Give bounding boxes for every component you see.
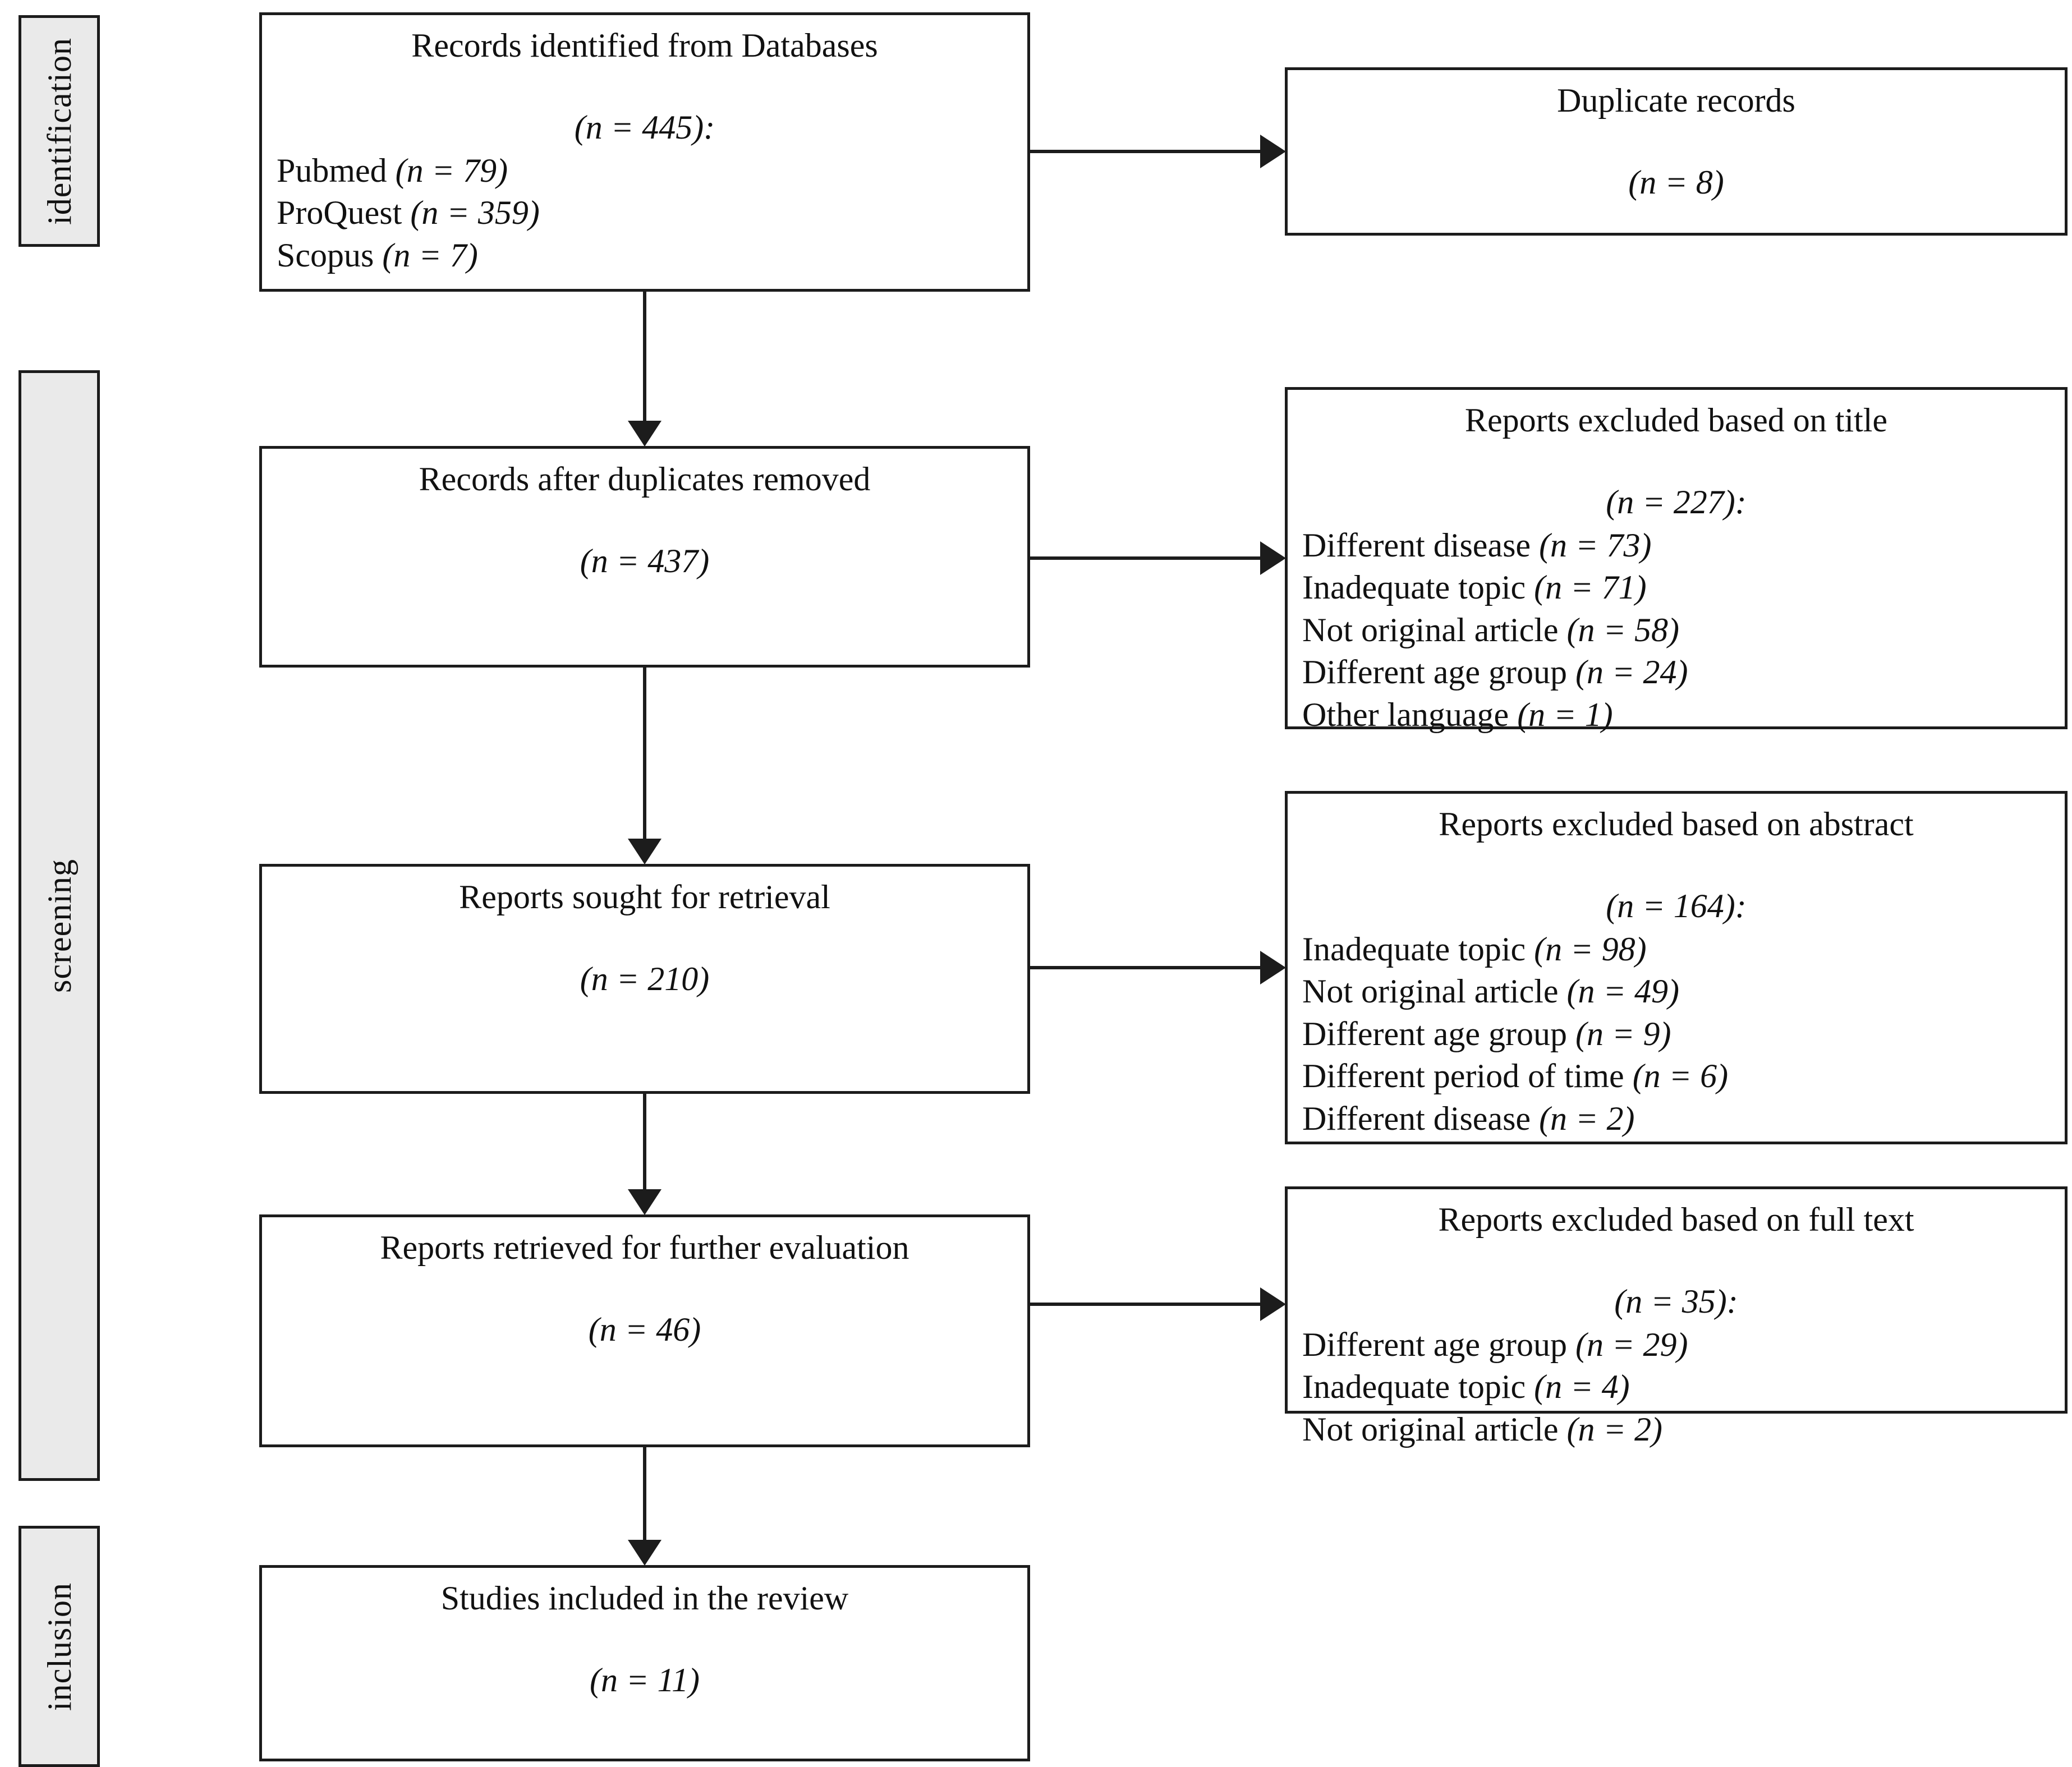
node-excluded-title-heading: Reports excluded based on title (n = 227… — [1464, 402, 1888, 521]
reason-row: Inadequate topic (n = 98) — [1302, 930, 1647, 968]
node-excluded-fulltext-count: (n = 35): — [1614, 1283, 1738, 1320]
reason-row: Other language (n = 1) — [1302, 696, 1613, 733]
node-duplicate-records-count: (n = 8) — [1628, 164, 1724, 201]
arrowhead-to-excluded-title — [1260, 541, 1286, 575]
reason-row: Different period of time (n = 6) — [1302, 1057, 1729, 1095]
node-excluded-title: Reports excluded based on title (n = 227… — [1285, 387, 2068, 733]
connector-sought-to-excluded-abstract — [1030, 966, 1260, 969]
reason-row: Not original article (n = 2) — [1302, 1410, 1662, 1448]
source-row: Pubmed (n = 79) — [277, 151, 508, 189]
node-reports-sought-count: (n = 210) — [580, 960, 710, 998]
arrowhead-to-excluded-fulltext — [1260, 1287, 1286, 1321]
reason-row: Inadequate topic (n = 71) — [1302, 569, 1647, 606]
arrowhead-to-included — [628, 1540, 661, 1566]
stage-band-screening: screening — [19, 370, 100, 1481]
reason-row: Different disease (n = 2) — [1302, 1099, 1635, 1137]
node-records-identified-count: (n = 445): — [574, 109, 715, 146]
reason-row: Different age group (n = 24) — [1302, 654, 1688, 691]
connector-retrieved-to-excluded-fulltext — [1030, 1303, 1260, 1306]
node-reports-retrieved-title: Reports retrieved for further evaluation… — [380, 1229, 909, 1349]
arrowhead-to-after-duplicates — [628, 421, 661, 447]
node-excluded-fulltext-heading: Reports excluded based on full text (n =… — [1438, 1201, 1914, 1320]
node-excluded-abstract-count: (n = 164): — [1606, 887, 1747, 925]
node-studies-included-title: Studies included in the review (n = 11) — [440, 1580, 849, 1699]
reason-row: Different disease (n = 73) — [1302, 526, 1652, 564]
connector-after-duplicates-to-sought — [643, 668, 646, 839]
node-duplicate-records-title: Duplicate records (n = 8) — [1557, 82, 1795, 201]
arrowhead-to-duplicates — [1260, 135, 1286, 168]
arrowhead-to-retrieved — [628, 1189, 661, 1215]
node-excluded-abstract-heading: Reports excluded based on abstract (n = … — [1439, 806, 1914, 925]
node-records-identified: Records identified from Databases (n = 4… — [259, 12, 1030, 292]
node-records-after-duplicates-count: (n = 437) — [580, 542, 710, 580]
connector-sought-to-retrieved — [643, 1094, 646, 1189]
source-row: ProQuest (n = 359) — [277, 194, 540, 232]
node-excluded-abstract: Reports excluded based on abstract (n = … — [1285, 791, 2068, 1144]
reason-row: Not original article (n = 58) — [1302, 611, 1679, 648]
node-studies-included-count: (n = 11) — [590, 1662, 700, 1699]
reason-row: Inadequate topic (n = 4) — [1302, 1368, 1630, 1406]
arrowhead-to-sought — [628, 839, 661, 864]
node-excluded-title-reasons: Different disease (n = 73) Inadequate to… — [1302, 524, 2050, 737]
connector-identified-to-after-duplicates — [643, 292, 646, 421]
connector-identified-to-duplicates — [1030, 150, 1260, 153]
stage-label-inclusion: inclusion — [40, 1582, 78, 1711]
reason-row: Not original article (n = 49) — [1302, 973, 1679, 1010]
node-records-after-duplicates-title: Records after duplicates removed (n = 43… — [419, 461, 871, 580]
node-excluded-fulltext-reasons: Different age group (n = 29) Inadequate … — [1302, 1324, 2050, 1451]
node-records-after-duplicates: Records after duplicates removed (n = 43… — [259, 446, 1030, 668]
node-excluded-title-count: (n = 227): — [1606, 484, 1747, 521]
reason-row: Different age group (n = 29) — [1302, 1326, 1688, 1363]
node-excluded-fulltext: Reports excluded based on full text (n =… — [1285, 1186, 2068, 1448]
connector-after-duplicates-to-excluded-title — [1030, 556, 1260, 560]
node-reports-sought: Reports sought for retrieval (n = 210) — [259, 864, 1030, 1094]
reason-row: Different age group (n = 9) — [1302, 1015, 1671, 1052]
stage-band-inclusion: inclusion — [19, 1526, 100, 1767]
stage-label-identification: identification — [40, 37, 78, 225]
stage-label-screening: screening — [40, 858, 78, 993]
source-row: Scopus (n = 7) — [277, 236, 478, 274]
node-reports-retrieved-count: (n = 46) — [588, 1311, 701, 1349]
node-records-identified-title: Records identified from Databases (n = 4… — [411, 27, 878, 146]
node-reports-sought-title: Reports sought for retrieval (n = 210) — [459, 878, 830, 998]
node-records-identified-sources: Pubmed (n = 79) ProQuest (n = 359) Scopu… — [277, 150, 1013, 277]
stage-band-identification: identification — [19, 15, 100, 247]
connector-retrieved-to-included — [643, 1447, 646, 1540]
node-duplicate-records: Duplicate records (n = 8) — [1285, 67, 2068, 236]
node-reports-retrieved: Reports retrieved for further evaluation… — [259, 1214, 1030, 1447]
arrowhead-to-excluded-abstract — [1260, 951, 1286, 984]
node-studies-included: Studies included in the review (n = 11) — [259, 1565, 1030, 1761]
node-excluded-abstract-reasons: Inadequate topic (n = 98) Not original a… — [1302, 928, 2050, 1140]
